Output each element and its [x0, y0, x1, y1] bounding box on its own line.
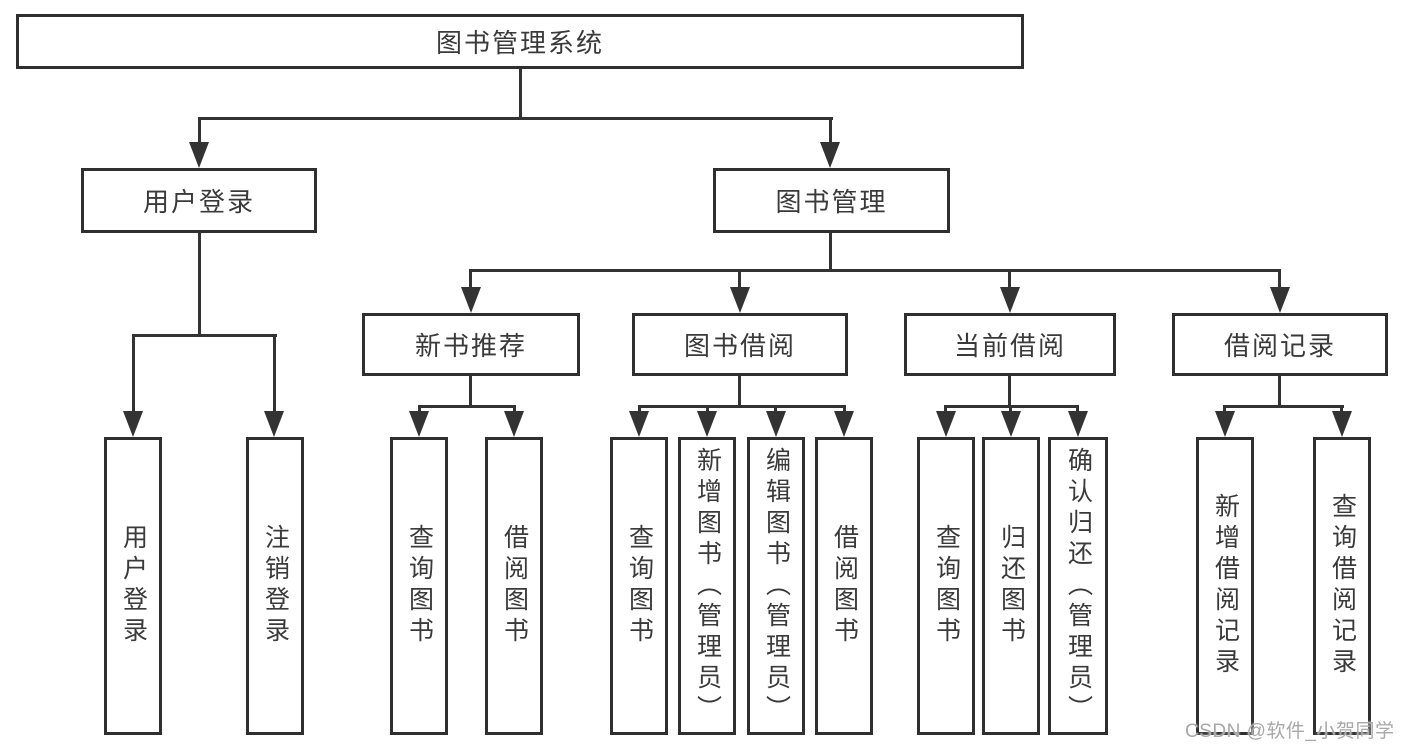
connector-line: [1340, 405, 1343, 414]
leaf-query-books-current: 查询图书: [917, 437, 975, 735]
arrowhead-down-icon: [504, 411, 524, 437]
node-root-label: 图书管理系统: [435, 28, 604, 58]
leaf-query-books-borrowing: 查询图书: [610, 437, 668, 735]
connector-line: [738, 269, 741, 291]
connector-line: [198, 117, 201, 147]
arrowhead-down-icon: [409, 411, 429, 437]
connector-line: [706, 405, 709, 414]
connector-line: [638, 405, 846, 408]
leaf-edit-book-admin: 编辑图书（管理员）: [747, 437, 805, 735]
connector-line: [513, 405, 516, 414]
leaf-query-books-current-label: 查询图书: [932, 524, 961, 648]
connector-line: [418, 405, 421, 414]
connector-line: [944, 405, 947, 414]
arrowhead-down-icon: [264, 411, 284, 437]
leaf-logout-login: 注销登录: [246, 437, 304, 735]
arrowhead-down-icon: [123, 411, 143, 437]
leaf-borrow-books-recommend: 借阅图书: [485, 437, 543, 735]
leaf-add-borrow-record-label: 新增借阅记录: [1211, 493, 1240, 679]
leaf-add-book-admin-label: 新增图书（管理员）: [693, 446, 722, 726]
arrowhead-down-icon: [1332, 411, 1352, 437]
connector-line: [1224, 405, 1344, 408]
connector-line: [469, 269, 1281, 272]
leaf-borrow-books: 借阅图书: [815, 437, 873, 735]
connector-line: [1008, 376, 1011, 408]
arrowhead-down-icon: [1000, 287, 1020, 313]
connector-line: [774, 405, 777, 414]
connector-line: [1278, 269, 1281, 291]
leaf-borrow-books-label: 借阅图书: [830, 524, 859, 648]
node-current-borrowing-label: 当前借阅: [953, 331, 1066, 361]
connector-line: [198, 117, 833, 120]
node-user-login: 用户登录: [81, 168, 317, 233]
arrowhead-down-icon: [1270, 287, 1290, 313]
leaf-edit-book-admin-label: 编辑图书（管理员）: [762, 446, 791, 726]
arrowhead-down-icon: [766, 411, 786, 437]
node-root: 图书管理系统: [16, 14, 1024, 69]
connector-line: [198, 233, 201, 337]
leaf-query-borrow-record: 查询借阅记录: [1313, 437, 1371, 735]
connector-line: [1278, 376, 1281, 408]
connector-line: [829, 117, 832, 147]
node-borrowing-records: 借阅记录: [1172, 313, 1388, 376]
arrowhead-down-icon: [697, 411, 717, 437]
arrowhead-down-icon: [629, 411, 649, 437]
connector-line: [1223, 405, 1226, 414]
watermark: CSDN @软件_小贺同学: [1185, 721, 1395, 742]
leaf-query-borrow-record-label: 查询借阅记录: [1328, 493, 1357, 679]
node-new-book-recommend: 新书推荐: [362, 313, 580, 376]
arrowhead-down-icon: [936, 411, 956, 437]
arrowhead-down-icon: [834, 411, 854, 437]
connector-line: [945, 405, 1079, 408]
leaf-add-borrow-record: 新增借阅记录: [1196, 437, 1254, 735]
connector-line: [273, 334, 276, 414]
leaf-query-books-recommend-label: 查询图书: [405, 524, 434, 648]
connector-line: [519, 69, 522, 120]
leaf-return-books: 归还图书: [982, 437, 1040, 735]
node-book-management-label: 图书管理: [775, 187, 888, 217]
connector-line: [638, 405, 641, 414]
leaf-query-books-borrowing-label: 查询图书: [625, 524, 654, 648]
leaf-confirm-return-admin: 确认归还（管理员）: [1048, 437, 1108, 735]
leaf-logout-login-label: 注销登录: [261, 524, 290, 648]
connector-line: [738, 376, 741, 408]
leaf-user-login-label: 用户登录: [119, 524, 148, 648]
arrowhead-down-icon: [1215, 411, 1235, 437]
arrowhead-down-icon: [189, 142, 209, 168]
node-current-borrowing: 当前借阅: [904, 313, 1116, 376]
node-new-book-recommend-label: 新书推荐: [414, 331, 527, 361]
connector-line: [1076, 405, 1079, 414]
node-user-login-label: 用户登录: [142, 187, 255, 217]
node-book-management: 图书管理: [713, 168, 950, 233]
connector-line: [1009, 405, 1012, 414]
connector-line: [843, 405, 846, 414]
node-book-borrowing: 图书借阅: [632, 313, 848, 376]
connector-line: [132, 334, 135, 414]
node-book-borrowing-label: 图书借阅: [683, 331, 796, 361]
connector-line: [1008, 269, 1011, 291]
arrowhead-down-icon: [820, 142, 840, 168]
arrowhead-down-icon: [461, 287, 481, 313]
connector-line: [829, 233, 832, 272]
connector-line: [469, 376, 472, 408]
leaf-query-books-recommend: 查询图书: [390, 437, 448, 735]
node-borrowing-records-label: 借阅记录: [1223, 331, 1336, 361]
leaf-add-book-admin: 新增图书（管理员）: [678, 437, 736, 735]
arrowhead-down-icon: [1001, 411, 1021, 437]
leaf-confirm-return-admin-label: 确认归还（管理员）: [1064, 446, 1093, 726]
leaf-return-books-label: 归还图书: [997, 524, 1026, 648]
arrowhead-down-icon: [1068, 411, 1088, 437]
connector-line: [469, 269, 472, 291]
leaf-borrow-books-recommend-label: 借阅图书: [500, 524, 529, 648]
connector-line: [132, 334, 277, 337]
connector-line: [418, 405, 516, 408]
arrowhead-down-icon: [730, 287, 750, 313]
leaf-user-login: 用户登录: [104, 437, 162, 735]
